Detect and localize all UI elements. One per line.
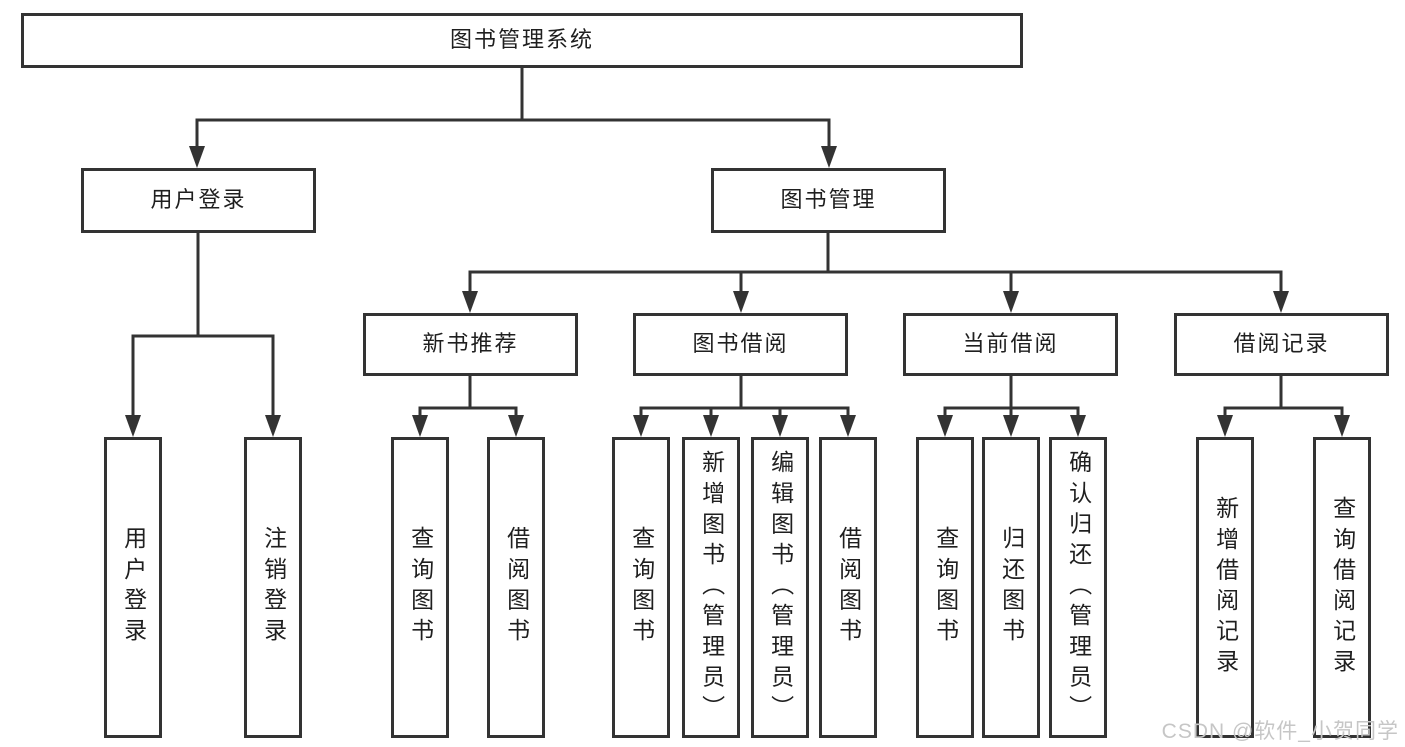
leaf-edit-book-admin: 编辑图书（管理员） <box>751 437 809 738</box>
leaf-borrow-book: 借阅图书 <box>819 437 877 738</box>
leaf-borrow-book-recommend: 借阅图书 <box>487 437 545 738</box>
leaf-add-borrow-record: 新增借阅记录 <box>1196 437 1254 738</box>
node-library-management-system: 图书管理系统 <box>21 13 1023 68</box>
leaf-return-book: 归还图书 <box>982 437 1040 738</box>
leaf-query-borrow-record: 查询借阅记录 <box>1313 437 1371 738</box>
csdn-watermark: CSDN @软件_小贺同学 <box>1161 720 1399 743</box>
node-borrow-records: 借阅记录 <box>1174 313 1389 376</box>
leaf-user-login: 用户登录 <box>104 437 162 738</box>
node-current-borrow: 当前借阅 <box>903 313 1118 376</box>
leaf-query-book-borrow: 查询图书 <box>612 437 670 738</box>
node-book-borrow: 图书借阅 <box>633 313 848 376</box>
node-book-management: 图书管理 <box>711 168 946 233</box>
leaf-query-book-current: 查询图书 <box>916 437 974 738</box>
leaf-confirm-return-admin: 确认归还（管理员） <box>1049 437 1107 738</box>
leaf-query-book-recommend: 查询图书 <box>391 437 449 738</box>
node-new-book-recommend: 新书推荐 <box>363 313 578 376</box>
leaf-logout: 注销登录 <box>244 437 302 738</box>
leaf-add-book-admin: 新增图书（管理员） <box>682 437 740 738</box>
node-user-login: 用户登录 <box>81 168 316 233</box>
